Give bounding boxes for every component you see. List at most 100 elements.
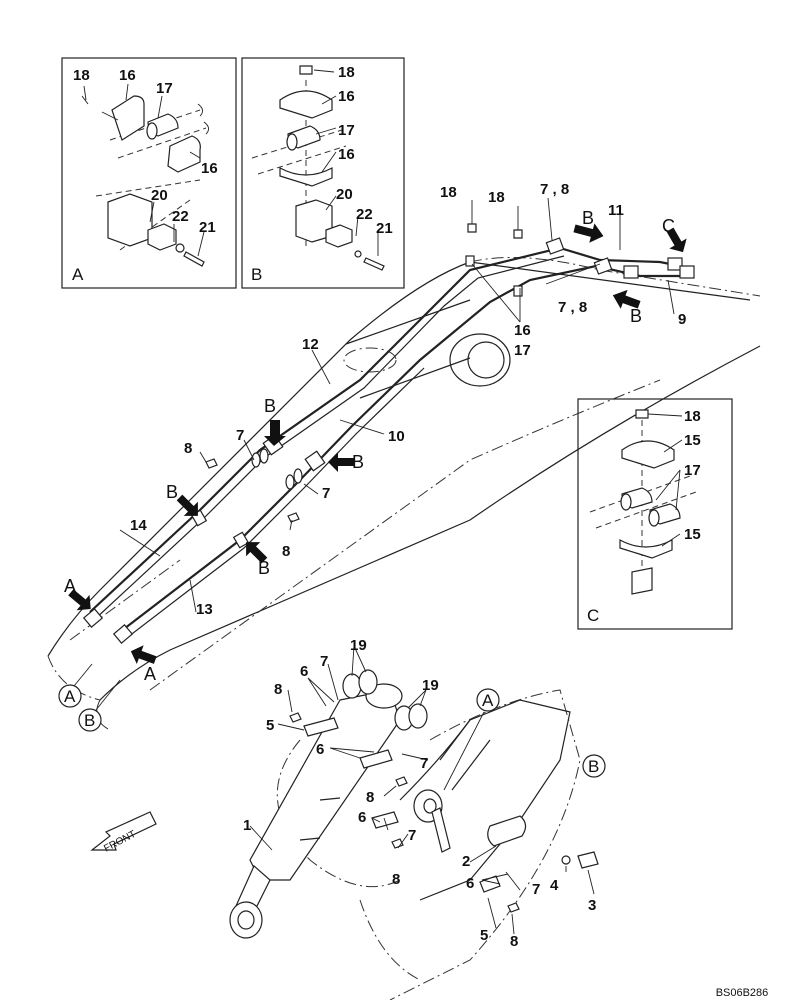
- box-b-callout-16-upper: 16: [338, 88, 355, 105]
- cyl-callout-19-a: 19: [350, 637, 367, 654]
- arrow-b-mid: [612, 289, 641, 309]
- cyl-circle-letter-b: B: [588, 757, 599, 776]
- bolt-3: [577, 851, 599, 869]
- box-a-sleeve-end: [146, 122, 158, 140]
- arrow-letter-b-low: B: [258, 558, 270, 578]
- box-a-leaders: [83, 83, 205, 257]
- bracket-arm: [431, 807, 451, 853]
- boom-callout-13: 13: [196, 601, 213, 618]
- box-c-callout-18: 18: [684, 408, 701, 425]
- cyl-callout-5-b: 5: [480, 927, 488, 944]
- arrow-a-low: [130, 645, 157, 665]
- box-a-clamp-upper: [111, 95, 145, 141]
- bracket-boss-hole: [423, 798, 437, 814]
- box-c-callout-15-lower: 15: [684, 526, 701, 543]
- box-c-sleeve-1-end: [620, 493, 632, 511]
- cyl-callout-6-a: 6: [300, 663, 308, 680]
- cylinder-bands: [299, 797, 341, 841]
- box-b-sleeve-end: [286, 133, 298, 151]
- pin-mid: [359, 749, 393, 769]
- arrow-letter-b-mid: B: [630, 306, 642, 326]
- arrow-letter-a-top: A: [64, 576, 76, 596]
- cyl-callout-6-c: 6: [358, 809, 366, 826]
- cyl-circle-marker-b: [582, 754, 606, 778]
- bolt-8-d: [507, 902, 520, 913]
- box-a-callout-20: 20: [151, 187, 168, 204]
- boom-callout-8-lower: 8: [282, 543, 290, 560]
- front-arrow: [90, 811, 157, 851]
- cyl-callout-1: 1: [243, 817, 251, 834]
- boom-callout-18b: 18: [488, 189, 505, 206]
- boom-callout-17: 17: [514, 342, 531, 359]
- bolt-8-a: [289, 712, 302, 723]
- arrow-b-right: [328, 452, 354, 472]
- box-b-callout-16-lower: 16: [338, 146, 355, 163]
- box-a-cap: [147, 223, 177, 251]
- arrow-b-upper-left: [264, 420, 286, 446]
- cyl-callout-7-c: 7: [408, 827, 416, 844]
- detail-box-b: 18 16 17 16 20 22 21 B: [241, 57, 405, 289]
- cyl-callout-3: 3: [588, 897, 596, 914]
- box-a-callout-17: 17: [156, 80, 173, 97]
- box-c-sleeve-2-end: [648, 509, 660, 527]
- arrow-letter-a-low: A: [144, 664, 156, 684]
- front-indicator: FRONT: [90, 811, 157, 855]
- detail-box-a: 18 16 17 16 20 22 21 A: [61, 57, 237, 289]
- detail-box-c: 18 15 17 15 C: [577, 398, 733, 630]
- box-a-washer: [175, 243, 185, 253]
- boom-callout-7-upper: 7: [236, 427, 244, 444]
- detail-box-b-frame: [241, 57, 405, 289]
- box-b-callout-17: 17: [338, 122, 355, 139]
- line-14-upper: [89, 246, 691, 613]
- box-a-top-bolt: [81, 95, 89, 105]
- box-b-callout-21: 21: [376, 220, 393, 237]
- box-a-bolt-leader: [101, 111, 119, 121]
- boom-callout-7-8-mid: 7 , 8: [558, 299, 587, 316]
- box-c-block: [631, 567, 653, 595]
- cyl-circle-a-leader: [443, 711, 485, 791]
- boom-arrows: [68, 223, 687, 665]
- box-a-block: [107, 193, 153, 247]
- box-a-bolt: [183, 251, 205, 267]
- boom-callout-18a: 18: [440, 184, 457, 201]
- box-c-top-bolt: [635, 409, 649, 419]
- boom-outline-upper: [47, 261, 751, 657]
- box-b-cap: [325, 224, 353, 248]
- circle-letter-b: B: [84, 711, 95, 730]
- boom-nose-dashed: [47, 655, 111, 731]
- box-a-callout-16-upper: 16: [119, 67, 136, 84]
- washer-19-a: [342, 673, 362, 699]
- box-a-callout-21: 21: [199, 219, 216, 236]
- arrow-letter-b-left: B: [166, 482, 178, 502]
- box-c-callout-15-upper: 15: [684, 432, 701, 449]
- cylinder-assembly: 19 19 6 7 8 5 6 7 8 7 6 8 1 2 6 7 4 3 5 …: [229, 637, 606, 1000]
- arrow-letter-c-top: C: [662, 216, 675, 236]
- pin-upper: [303, 717, 339, 737]
- cylinder-dashed-outline: [276, 689, 581, 1000]
- boom-callout-12: 12: [302, 336, 319, 353]
- detail-box-a-frame: [61, 57, 237, 289]
- line-13-upper: [119, 264, 680, 633]
- cyl-callout-8-d: 8: [510, 933, 518, 950]
- box-b-callout-20: 20: [336, 186, 353, 203]
- boom-callout-9: 9: [678, 311, 686, 328]
- box-c-leaders: [647, 413, 683, 547]
- boom-leaders: [119, 197, 675, 613]
- box-a-clamp-lower: [167, 135, 201, 173]
- pin-2: [487, 815, 527, 847]
- circle-marker-b: [78, 708, 102, 732]
- boom-callout-16: 16: [514, 322, 531, 339]
- cyl-callout-8-b: 8: [366, 789, 374, 806]
- boom-callout-7-8-top: 7 , 8: [540, 181, 569, 198]
- arrow-letter-b-top: B: [582, 208, 594, 228]
- circle-letter-a: A: [64, 687, 76, 706]
- arrow-a-top: [68, 589, 91, 611]
- line-13-lower-edge: [123, 367, 425, 641]
- circle-b-leader: [95, 679, 121, 711]
- cyl-circle-letter-a: A: [482, 691, 494, 710]
- circle-marker-a: [58, 684, 82, 708]
- cyl-callout-4: 4: [550, 877, 559, 894]
- bracket-edges: [439, 719, 491, 791]
- washer-4: [561, 855, 571, 865]
